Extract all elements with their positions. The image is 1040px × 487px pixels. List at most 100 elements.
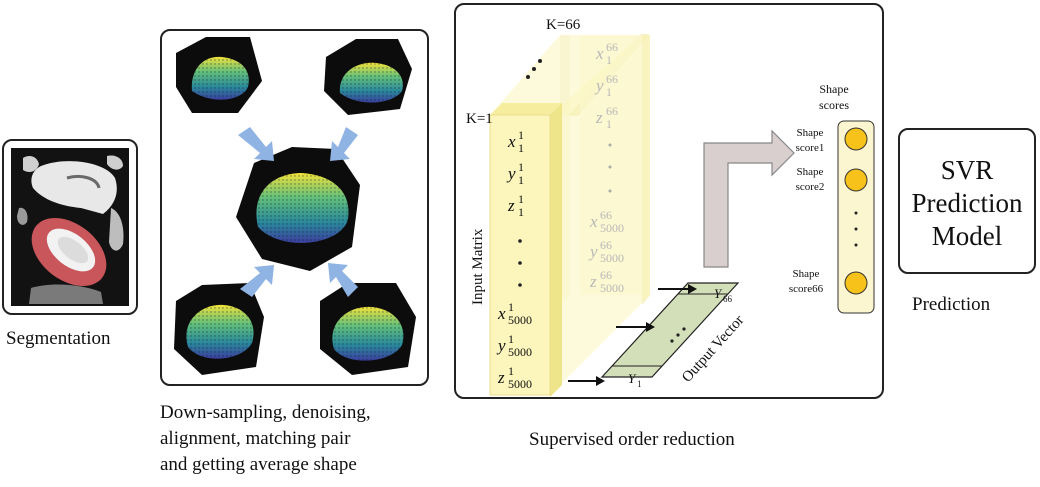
entry-sub: 5000 [600,251,624,265]
shape-scores-title-line-1: Shape [819,82,848,96]
input-matrix-label: Input Matrix [470,228,486,305]
gray-arrow [703,129,795,268]
entry-base: y [496,336,506,355]
reduction-caption: Supervised order reduction [529,429,735,450]
output-entry-last: Y 66 [714,286,733,304]
svr-line-2: Prediction [911,188,1023,218]
front-entry-y11: y 1 1 [506,160,524,187]
shape-score-ellipsis [854,211,858,247]
slab-ellipsis [526,59,542,79]
preprocessing-caption-line-3: and getting average shape [160,454,357,475]
entry-sub: 5000 [508,345,532,359]
blue-arrow-top-right [330,127,358,161]
entry-base: z [497,368,505,387]
point-cloud-top-left [176,37,262,113]
shape-score-dot-2 [844,168,868,192]
shape-scores-panel [837,120,875,314]
blue-arrow-top-left [238,127,274,161]
entry-sub: 1 [518,205,524,219]
back-entry-x66-1: x 66 1 [595,40,618,67]
entry-sub: 1 [606,53,612,67]
point-cloud-bottom-right [320,283,416,375]
entry-sup: 66 [600,268,612,282]
entry-sub: 5000 [508,377,532,391]
svr-line-1: SVR [940,155,994,185]
preprocessing-panel [160,29,429,386]
black-arrow-3 [658,284,697,294]
back-entry-z66-5000: z 66 5000 [589,268,624,295]
entry-sup: 1 [518,160,524,174]
svr-panel: SVR Prediction Model [898,128,1036,274]
shape-score-label-66-line-1: Shape [793,268,820,280]
k-last-label: K=66 [546,17,581,33]
shape-score-dot-1 [844,127,868,151]
entry-sub: 1 [518,173,524,187]
front-entry-z1-5000: z 1 5000 [497,364,532,391]
entry-sup: 66 [600,208,612,222]
shape-score-label-66-line-2: score66 [789,283,824,295]
shape-scores-title-line-2: scores [819,98,849,112]
entry-sub: 5000 [600,221,624,235]
svr-line-3: Model [931,221,1003,251]
entry-sup: 66 [606,72,618,86]
back-slab-ellipsis [608,143,612,193]
entry-sup: 1 [518,192,524,206]
entry-sup: 66 [606,104,618,118]
entry-base: Y [714,286,723,301]
front-entry-y1-5000: y 1 5000 [496,332,532,359]
shape-score-label-1-line-1: Shape [797,127,824,139]
blue-arrow-bottom-right [328,263,358,297]
segmentation-image [11,148,129,306]
entry-base: y [506,164,516,183]
front-slab-ellipsis [518,239,522,287]
entry-sub: 5000 [600,281,624,295]
back-entry-y66-1: y 66 1 [594,72,618,99]
matrix-slab-k1 [489,103,562,397]
entry-base: y [594,76,604,95]
entry-base: y [588,242,598,261]
k-first-label: K=1 [466,111,493,127]
entry-sup: 1 [518,128,524,142]
entry-sup: 66 [606,40,618,54]
entry-sub: 5000 [508,313,532,327]
entry-sub: 1 [637,379,642,389]
back-entry-x66-5000: x 66 5000 [589,208,624,235]
entry-base: x [595,44,604,63]
entry-sub: 1 [606,117,612,131]
entry-sup: 1 [508,332,514,346]
blue-arrow-bottom-left [240,265,274,297]
point-cloud-top-right [324,39,412,115]
front-entry-x11: x 1 1 [507,128,524,155]
shape-score-label-1-line-2: score1 [796,142,825,154]
entry-sub: 1 [606,85,612,99]
entry-sup: 1 [508,300,514,314]
preprocessing-caption-line-1: Down-sampling, denoising, [160,402,371,423]
shape-score-label-2-line-2: score2 [796,181,825,193]
shape-score-dot-66 [844,271,868,295]
output-entry-first: Y 1 [628,371,642,389]
segmentation-panel [2,139,138,315]
segmentation-caption: Segmentation [6,328,111,349]
point-cloud-bottom-left [174,283,264,375]
point-cloud-average [236,147,360,271]
entry-sup: 66 [600,238,612,252]
front-entry-x1-5000: x 1 5000 [497,300,532,327]
entry-base: x [507,132,516,151]
entry-base: x [497,304,506,323]
prediction-caption: Prediction [912,294,991,315]
entry-sub: 1 [518,141,524,155]
reduction-diagram: K=1 K=66 Input Matrix Output Vector x 1 … [466,17,875,397]
preprocessing-caption: Down-sampling, denoising, alignment, mat… [160,400,371,478]
entry-base: z [589,272,597,291]
point-cloud-collage [174,37,416,375]
front-entry-z11: z 1 1 [507,192,524,219]
entry-sup: 1 [508,364,514,378]
back-entry-y66-5000: y 66 5000 [588,238,624,265]
black-arrow-2 [616,322,655,332]
black-arrow-1 [568,376,605,386]
entry-base: z [595,108,603,127]
entry-base: Y [628,371,637,386]
back-entry-z66-1: z 66 1 [595,104,618,131]
svr-title: SVR Prediction Model [900,154,1034,253]
entry-base: x [589,212,598,231]
